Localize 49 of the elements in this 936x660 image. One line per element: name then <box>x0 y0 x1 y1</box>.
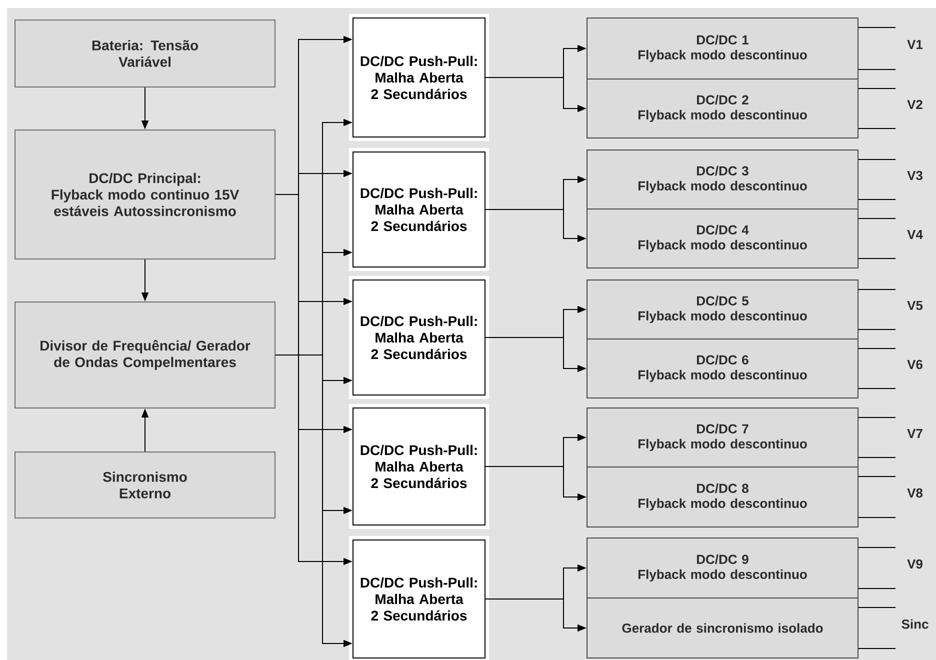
output-label: V8 <box>907 488 923 498</box>
output-line <box>858 69 896 70</box>
output-line <box>858 128 896 129</box>
output-line <box>858 606 896 608</box>
converter-box: Gerador de sincronismo isolado <box>586 597 858 658</box>
output-line <box>858 456 896 458</box>
converter-box: DC/DC 4 Flyback modo descontinuo <box>586 208 858 268</box>
output-line <box>858 516 896 518</box>
output-line <box>858 159 896 160</box>
converter-box: DC/DC Push-Pull: Malha Aberta 2 Secundários <box>352 18 486 138</box>
output-line <box>858 476 896 477</box>
output-line <box>858 258 896 259</box>
output-label: V2 <box>907 100 922 110</box>
converter-box: DC/DC 1 Flyback modo descontinuo <box>586 18 858 80</box>
output-line <box>858 27 896 28</box>
output-label: V5 <box>907 300 923 310</box>
output-line <box>858 588 896 589</box>
output-line <box>858 288 896 290</box>
converter-box: DC/DC 5 Flyback modo descontinuo <box>586 279 858 340</box>
converter-box: DC/DC 9 Flyback modo descontinuo <box>586 537 858 598</box>
output-line <box>858 388 896 389</box>
block-box: Divisor de Frequência/ Gerador de Ondas Compelmentares <box>14 301 276 408</box>
output-line <box>858 546 896 548</box>
output-line <box>858 416 896 418</box>
output-line <box>858 218 896 219</box>
output-line <box>858 199 896 200</box>
output-label: V7 <box>907 429 922 438</box>
converter-box: DC/DC Push-Pull: Malha Aberta 2 Secundários <box>352 151 486 268</box>
output-label: V9 <box>907 559 922 569</box>
output-label: V1 <box>907 40 923 49</box>
output-line <box>858 348 896 349</box>
block-box: Sincronismo Externo <box>14 451 276 518</box>
block-box: DC/DC Principal: Flyback modo continuo 15V estáveis Autossincronismo <box>14 129 276 260</box>
converter-box: DC/DC 6 Flyback modo descontinuo <box>586 338 858 398</box>
converter-box: DC/DC Push-Pull: Malha Aberta 2 Secundários <box>352 407 486 526</box>
output-line <box>858 648 896 649</box>
converter-box: DC/DC Push-Pull: Malha Aberta 2 Secundários <box>352 279 486 396</box>
output-line <box>858 88 896 89</box>
converter-box: DC/DC 3 Flyback modo descontinuo <box>586 149 858 210</box>
converter-box: DC/DC 7 Flyback modo descontinuo <box>586 407 858 468</box>
converter-box: DC/DC Push-Pull: Malha Aberta 2 Secundários <box>352 539 486 658</box>
output-label: V3 <box>907 170 922 180</box>
output-label: Sinc <box>902 619 928 629</box>
output-label: V6 <box>907 360 922 370</box>
block-box: Bateria: Tensão Variável <box>14 20 276 88</box>
output-label: V4 <box>907 230 923 239</box>
output-line <box>858 328 896 330</box>
converter-box: DC/DC 8 Flyback modo descontinuo <box>586 466 858 528</box>
converter-box: DC/DC 2 Flyback modo descontinuo <box>586 78 858 138</box>
